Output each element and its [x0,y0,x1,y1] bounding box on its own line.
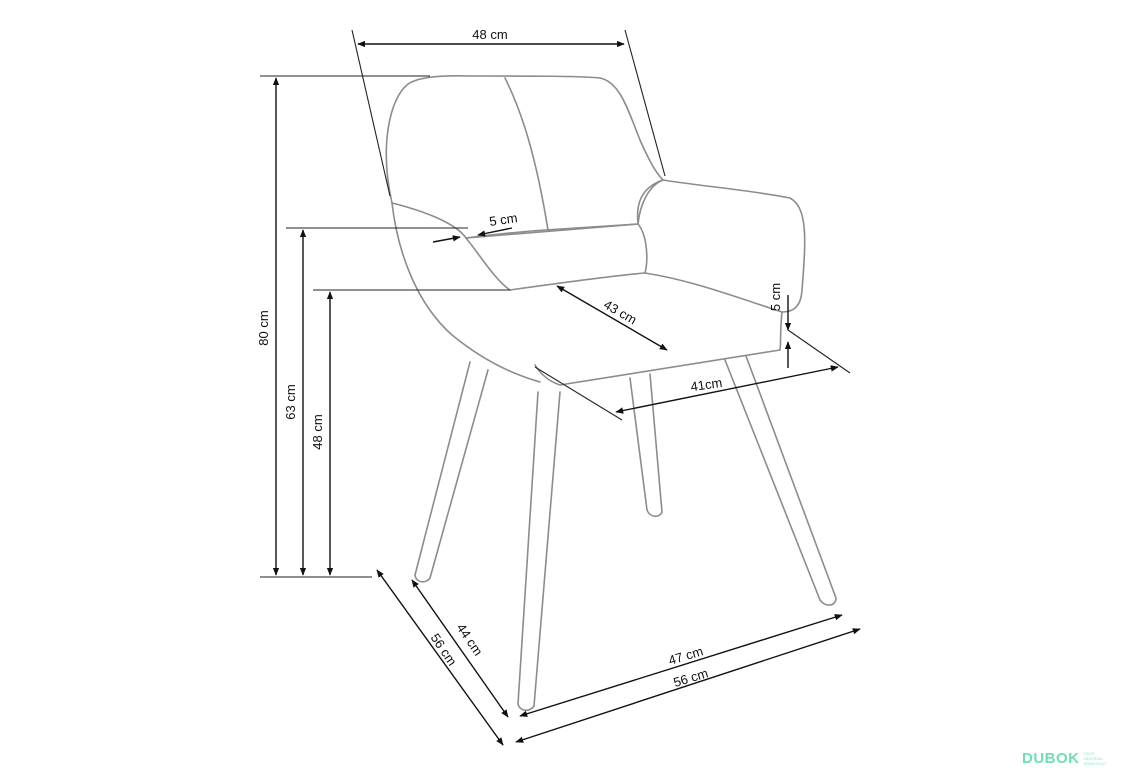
dim-line-inner-width [519,614,843,717]
dim-line-outer-width [515,628,861,743]
chair-outline [385,74,837,712]
dim-line-seat-width [615,365,839,414]
front-right-leg [724,355,837,606]
left-side-shell [391,202,541,383]
seat-cushion [509,272,783,386]
dim-line-inner-depth [411,579,509,718]
backrest-shell [385,74,664,239]
brand-tagline: ТВОЯ МЕБЛЕВА КРАМНИЦЯ [1083,751,1106,766]
dim-line-armrest-width-left-b [477,227,513,237]
label-armrest-width-right: 5 cm [768,283,783,311]
brand-watermark: DUBOK ТВОЯ МЕБЛЕВА КРАМНИЦЯ [1022,750,1114,767]
label-top-width: 48 cm [472,27,507,42]
right-armrest [662,179,806,313]
brand-logo-text: DUBOK [1022,750,1080,767]
back-right-leg [629,373,663,518]
label-inner-depth: 44 cm [454,621,486,659]
dimension-lines [272,40,861,746]
label-outer-depth: 56 cm [428,631,460,669]
extension-lines [260,29,851,578]
dim-line-armrest-width-left-a [432,235,461,243]
front-left-leg [517,391,561,712]
dim-line-seat-depth [556,285,668,351]
dimension-labels: 48 cm 80 cm 63 cm 48 cm 5 cm 43 cm 41cm … [256,27,783,690]
back-cushion [465,223,648,274]
back-left-leg [414,361,489,583]
right-armrest-inner [637,179,664,225]
label-seat-width: 41cm [690,375,724,394]
backrest-seam [504,77,549,231]
label-outer-width: 56 cm [672,665,710,690]
label-armrest-width-left: 5 cm [488,210,518,229]
label-total-height: 80 cm [256,310,271,345]
dim-line-outer-depth [376,569,504,746]
label-armrest-height: 63 cm [283,384,298,419]
label-seat-height: 48 cm [310,414,325,449]
